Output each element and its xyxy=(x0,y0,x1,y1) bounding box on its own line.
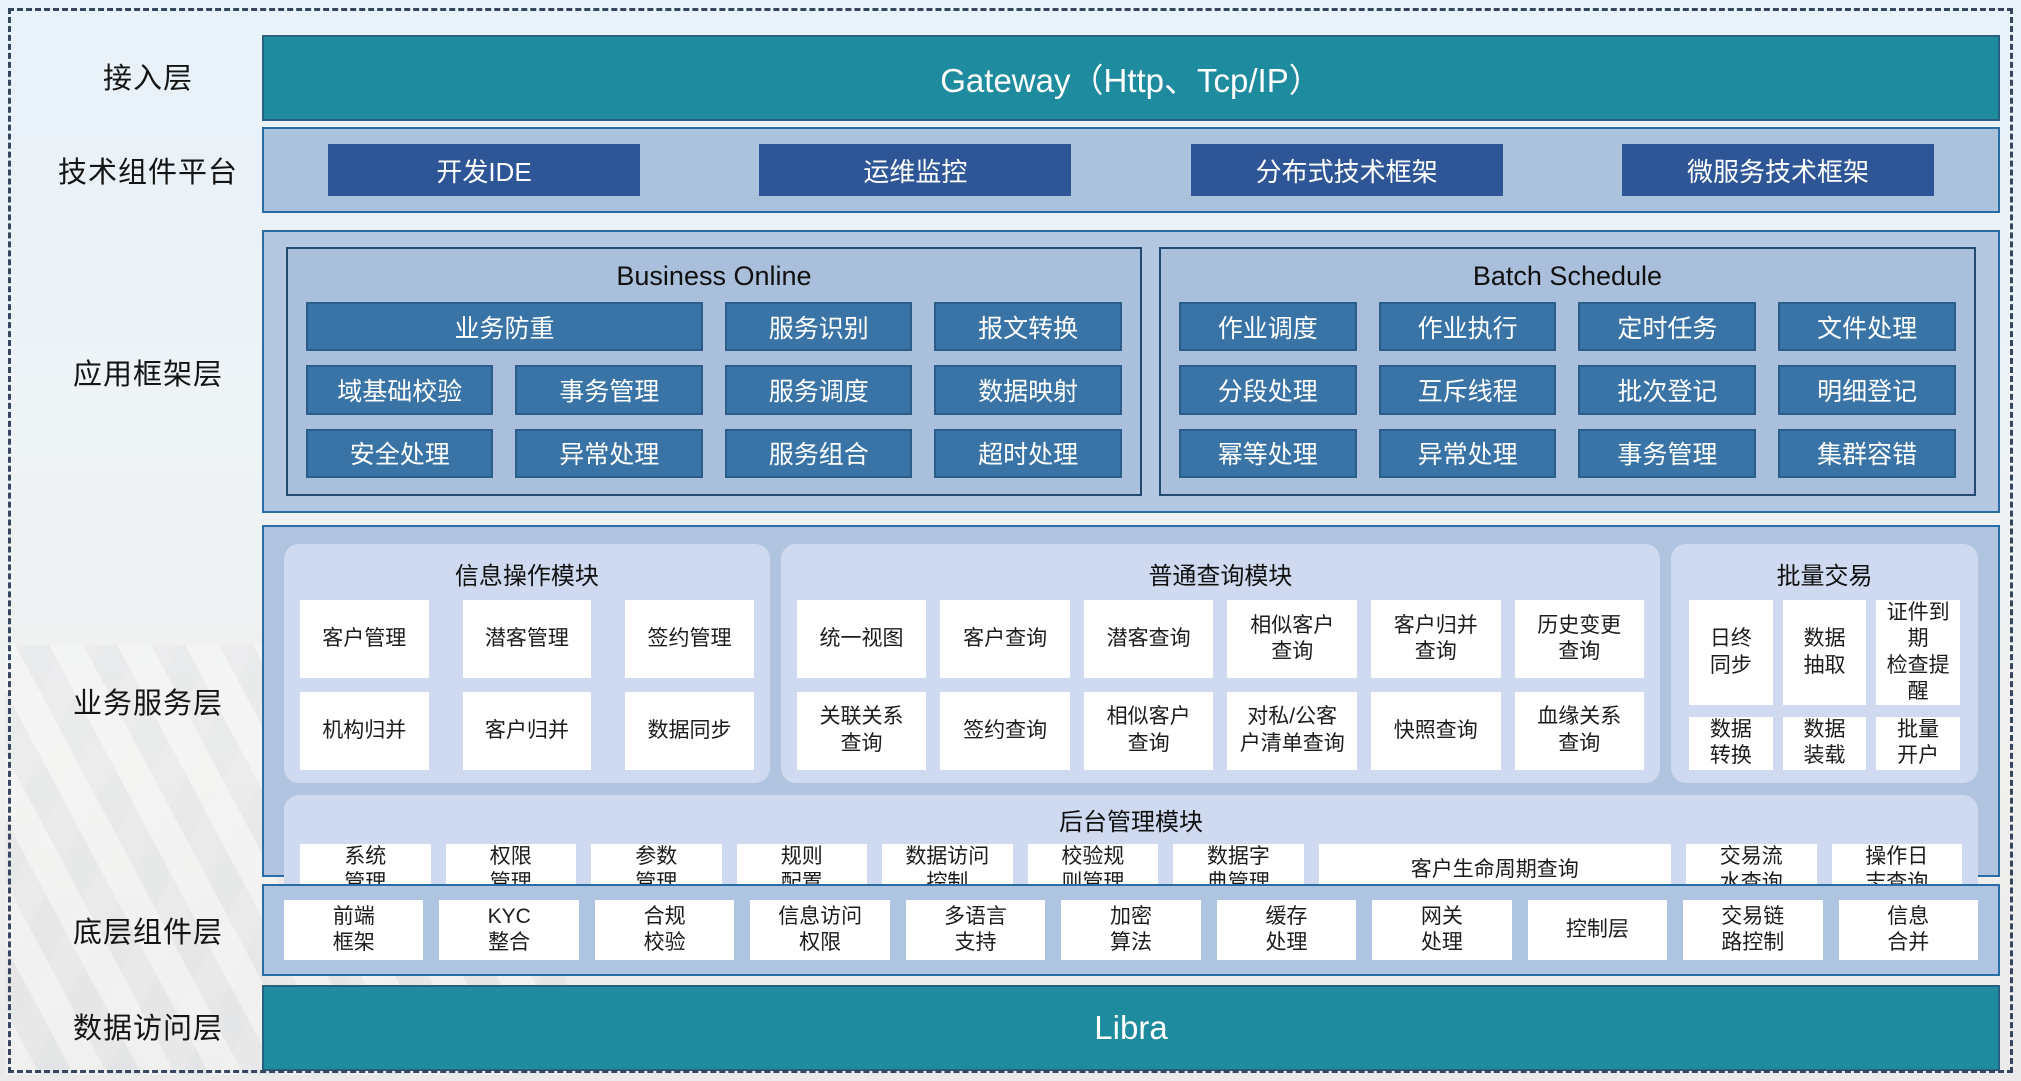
service-module-title: 信息操作模块 xyxy=(454,563,599,590)
framework-panel-title: Batch Schedule xyxy=(1472,261,1663,291)
framework-item: 定时任务 xyxy=(1578,302,1757,352)
service-item: 数据同步 xyxy=(625,691,754,770)
framework-item: 作业执行 xyxy=(1378,302,1557,352)
service-module-1: 普通查询模块统一视图客户查询潜客查询相似客户 查询客户归并 查询历史变更 查询关… xyxy=(780,544,1661,783)
service-item: 客户查询 xyxy=(940,600,1070,678)
framework-item: 报文转换 xyxy=(934,302,1122,352)
service-item: 数据 装载 xyxy=(1782,717,1867,770)
tech-item-3: 微服务技术框架 xyxy=(1621,144,1934,196)
framework-item: 幂等处理 xyxy=(1178,428,1357,478)
service-item: 血缘关系 查询 xyxy=(1514,691,1645,770)
service-item: 批量 开户 xyxy=(1876,717,1960,770)
base-item: 信息访问 权限 xyxy=(750,900,890,960)
base-item: 交易链 路控制 xyxy=(1683,900,1823,960)
base-item: 信息 合并 xyxy=(1838,900,1978,960)
base-item: KYC 整合 xyxy=(439,900,579,960)
libra-bar: Libra xyxy=(262,985,2000,1071)
layer-label-access: 接入层 xyxy=(102,63,193,95)
service-item: 关联关系 查询 xyxy=(796,691,927,770)
framework-item: 作业调度 xyxy=(1178,302,1357,352)
service-module-grid: 客户管理潜客管理签约管理机构归并客户归并数据同步 xyxy=(300,600,754,770)
service-item: 对私/公客 户清单查询 xyxy=(1227,691,1357,770)
tech-platform-row: 开发IDE 运维监控 分布式技术框架 微服务技术框架 xyxy=(262,127,2000,213)
service-modules: 信息操作模块客户管理潜客管理签约管理机构归并客户归并数据同步 普通查询模块统一视图… xyxy=(284,544,1978,783)
service-item: 日终 同步 xyxy=(1689,600,1773,705)
framework-item: 明细登记 xyxy=(1778,365,1956,415)
service-item: 潜客查询 xyxy=(1083,600,1214,678)
base-item: 加密 算法 xyxy=(1061,900,1201,960)
framework-item: 超时处理 xyxy=(934,428,1122,478)
service-module-2: 批量交易日终 同步数据 抽取证件到期 检查提醒数据 转换数据 装载批量 开户 xyxy=(1671,544,1978,783)
data-access-row: Libra xyxy=(262,985,2000,1071)
framework-panel-grid: 业务防重服务识别报文转换域基础校验事务管理服务调度数据映射安全处理异常处理服务组… xyxy=(306,302,1122,478)
service-module-0: 信息操作模块客户管理潜客管理签约管理机构归并客户归并数据同步 xyxy=(284,544,770,783)
service-item: 统一视图 xyxy=(796,600,927,678)
framework-item: 文件处理 xyxy=(1778,302,1956,352)
framework-item: 异常处理 xyxy=(1378,428,1557,478)
service-item: 数据 转换 xyxy=(1689,717,1773,770)
framework-item: 服务调度 xyxy=(724,365,913,415)
framework-item: 互斥线程 xyxy=(1378,365,1557,415)
service-module-grid: 统一视图客户查询潜客查询相似客户 查询客户归并 查询历史变更 查询关联关系 查询… xyxy=(796,600,1645,770)
layer-label-business-service: 业务服务层 xyxy=(72,688,223,720)
framework-item: 业务防重 xyxy=(306,302,703,352)
framework-item: 批次登记 xyxy=(1578,365,1757,415)
admin-module-title: 后台管理模块 xyxy=(1059,808,1203,836)
base-item: 合规 校验 xyxy=(594,900,735,960)
base-item: 缓存 处理 xyxy=(1216,900,1357,960)
service-item: 快照查询 xyxy=(1370,691,1501,770)
admin-module: 后台管理模块 系统 管理权限 管理参数 管理规则 配置数据访问 控制校验规 则管… xyxy=(284,794,1978,909)
service-item: 相似客户 查询 xyxy=(1227,600,1357,678)
service-item: 客户归并 xyxy=(462,691,592,770)
service-item: 历史变更 查询 xyxy=(1514,600,1645,678)
base-item: 控制层 xyxy=(1527,900,1668,960)
base-item: 多语言 支持 xyxy=(905,900,1046,960)
service-item: 潜客管理 xyxy=(462,600,592,678)
service-module-title: 普通查询模块 xyxy=(1148,563,1293,590)
framework-item: 事务管理 xyxy=(515,365,703,415)
gateway-bar: Gateway（Http、Tcp/IP） xyxy=(262,35,2000,121)
framework-item: 服务组合 xyxy=(724,428,913,478)
framework-item: 域基础校验 xyxy=(306,365,494,415)
service-item: 客户归并 查询 xyxy=(1370,600,1501,678)
base-item: 网关 处理 xyxy=(1372,900,1512,960)
service-item: 机构归并 xyxy=(300,691,429,770)
service-item: 证件到期 检查提醒 xyxy=(1876,600,1960,705)
framework-panel-1: Batch Schedule 作业调度作业执行定时任务文件处理分段处理互斥线程批次… xyxy=(1158,247,1976,496)
service-item: 签约查询 xyxy=(940,691,1070,770)
tech-item-2: 分布式技术框架 xyxy=(1190,144,1503,196)
service-item: 相似客户 查询 xyxy=(1083,691,1214,770)
framework-item: 分段处理 xyxy=(1178,365,1357,415)
service-module-title: 批量交易 xyxy=(1776,563,1873,590)
access-layer-row: Gateway（Http、Tcp/IP） xyxy=(262,35,2000,121)
service-item: 客户管理 xyxy=(300,600,429,678)
business-service-row: 信息操作模块客户管理潜客管理签约管理机构归并客户归并数据同步 普通查询模块统一视图… xyxy=(262,525,2000,909)
layer-label-base-components: 底层组件层 xyxy=(72,917,223,949)
base-item: 前端 框架 xyxy=(284,900,424,960)
layer-label-tech-platform: 技术组件平台 xyxy=(57,157,238,189)
framework-item: 数据映射 xyxy=(934,365,1122,415)
service-item: 签约管理 xyxy=(625,600,754,678)
service-module-grid: 日终 同步数据 抽取证件到期 检查提醒数据 转换数据 装载批量 开户 xyxy=(1687,600,1962,770)
tech-item-0: 开发IDE xyxy=(328,144,640,196)
tech-items: 开发IDE 运维监控 分布式技术框架 微服务技术框架 xyxy=(262,127,2000,213)
framework-panel-0: Business Online 业务防重服务识别报文转换域基础校验事务管理服务调度… xyxy=(286,247,1142,496)
framework-item: 服务识别 xyxy=(724,302,913,352)
tech-item-1: 运维监控 xyxy=(759,144,1072,196)
framework-item: 安全处理 xyxy=(306,428,494,478)
business-service-container: 信息操作模块客户管理潜客管理签约管理机构归并客户归并数据同步 普通查询模块统一视图… xyxy=(262,525,2000,909)
layer-label-app-framework: 应用框架层 xyxy=(72,358,223,391)
layer-label-data-access: 数据访问层 xyxy=(72,1013,223,1045)
framework-item: 事务管理 xyxy=(1578,428,1757,478)
framework-item: 集群容错 xyxy=(1778,428,1956,478)
framework-item: 异常处理 xyxy=(515,428,703,478)
framework-panel-title: Business Online xyxy=(616,261,812,291)
framework-panel-grid: 作业调度作业执行定时任务文件处理分段处理互斥线程批次登记明细登记幂等处理异常处理… xyxy=(1178,302,1956,478)
service-item: 数据 抽取 xyxy=(1782,600,1867,705)
